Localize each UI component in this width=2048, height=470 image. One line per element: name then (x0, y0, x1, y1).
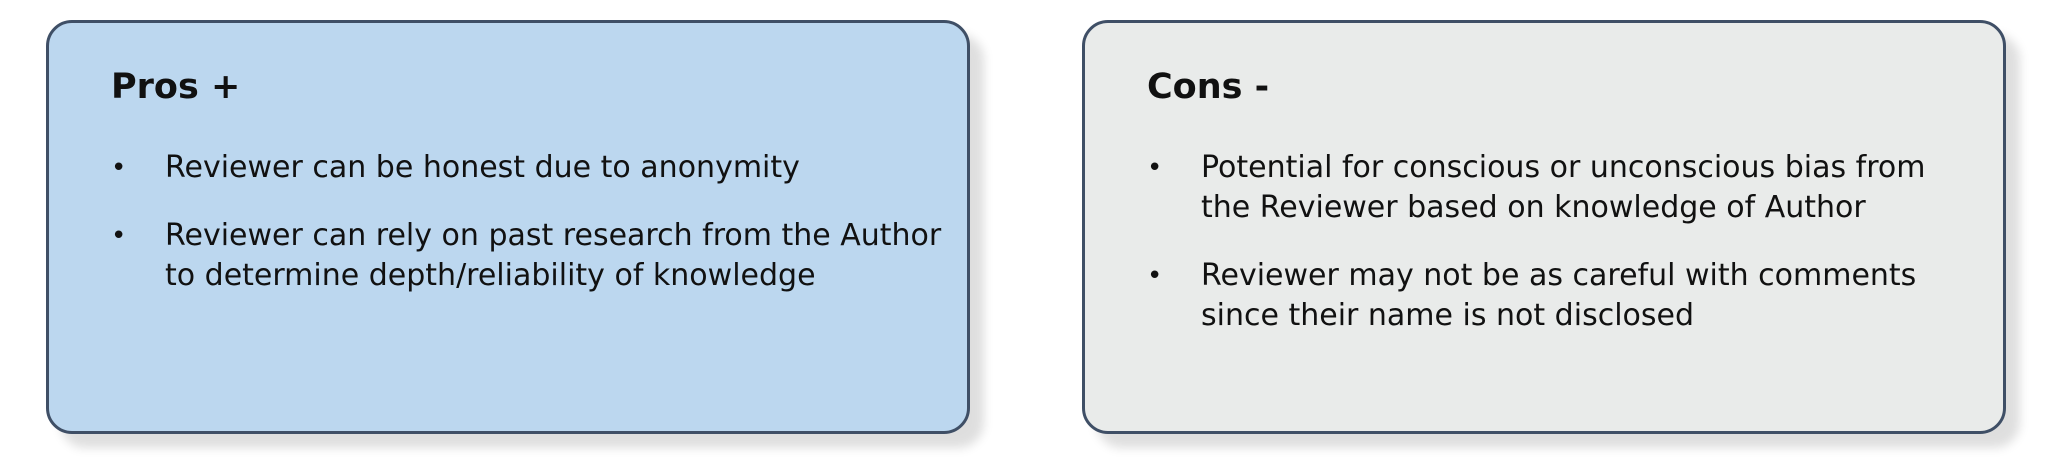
pros-title: Pros + (111, 67, 241, 107)
pros-item-text: Reviewer can be honest due to anonymity (165, 150, 800, 185)
pros-item: • Reviewer can rely on past research fro… (49, 216, 947, 296)
cons-item: • Potential for conscious or unconscious… (1085, 148, 1983, 228)
pros-item-text: Reviewer can rely on past research from … (165, 218, 942, 293)
bullet-icon: • (1147, 261, 1163, 291)
bullet-icon: • (111, 221, 127, 251)
cons-item-text: Potential for conscious or unconscious b… (1201, 150, 1926, 225)
pros-item: • Reviewer can be honest due to anonymit… (49, 148, 947, 188)
pros-card: Pros + • Reviewer can be honest due to a… (46, 20, 970, 434)
cons-list: • Potential for conscious or unconscious… (1085, 148, 1983, 364)
bullet-icon: • (111, 153, 127, 183)
cons-item: • Reviewer may not be as careful with co… (1085, 256, 1983, 336)
pros-list: • Reviewer can be honest due to anonymit… (49, 148, 947, 324)
cons-item-text: Reviewer may not be as careful with comm… (1201, 258, 1917, 333)
cons-card: Cons - • Potential for conscious or unco… (1082, 20, 2006, 434)
bullet-icon: • (1147, 153, 1163, 183)
cons-title: Cons - (1147, 67, 1270, 107)
